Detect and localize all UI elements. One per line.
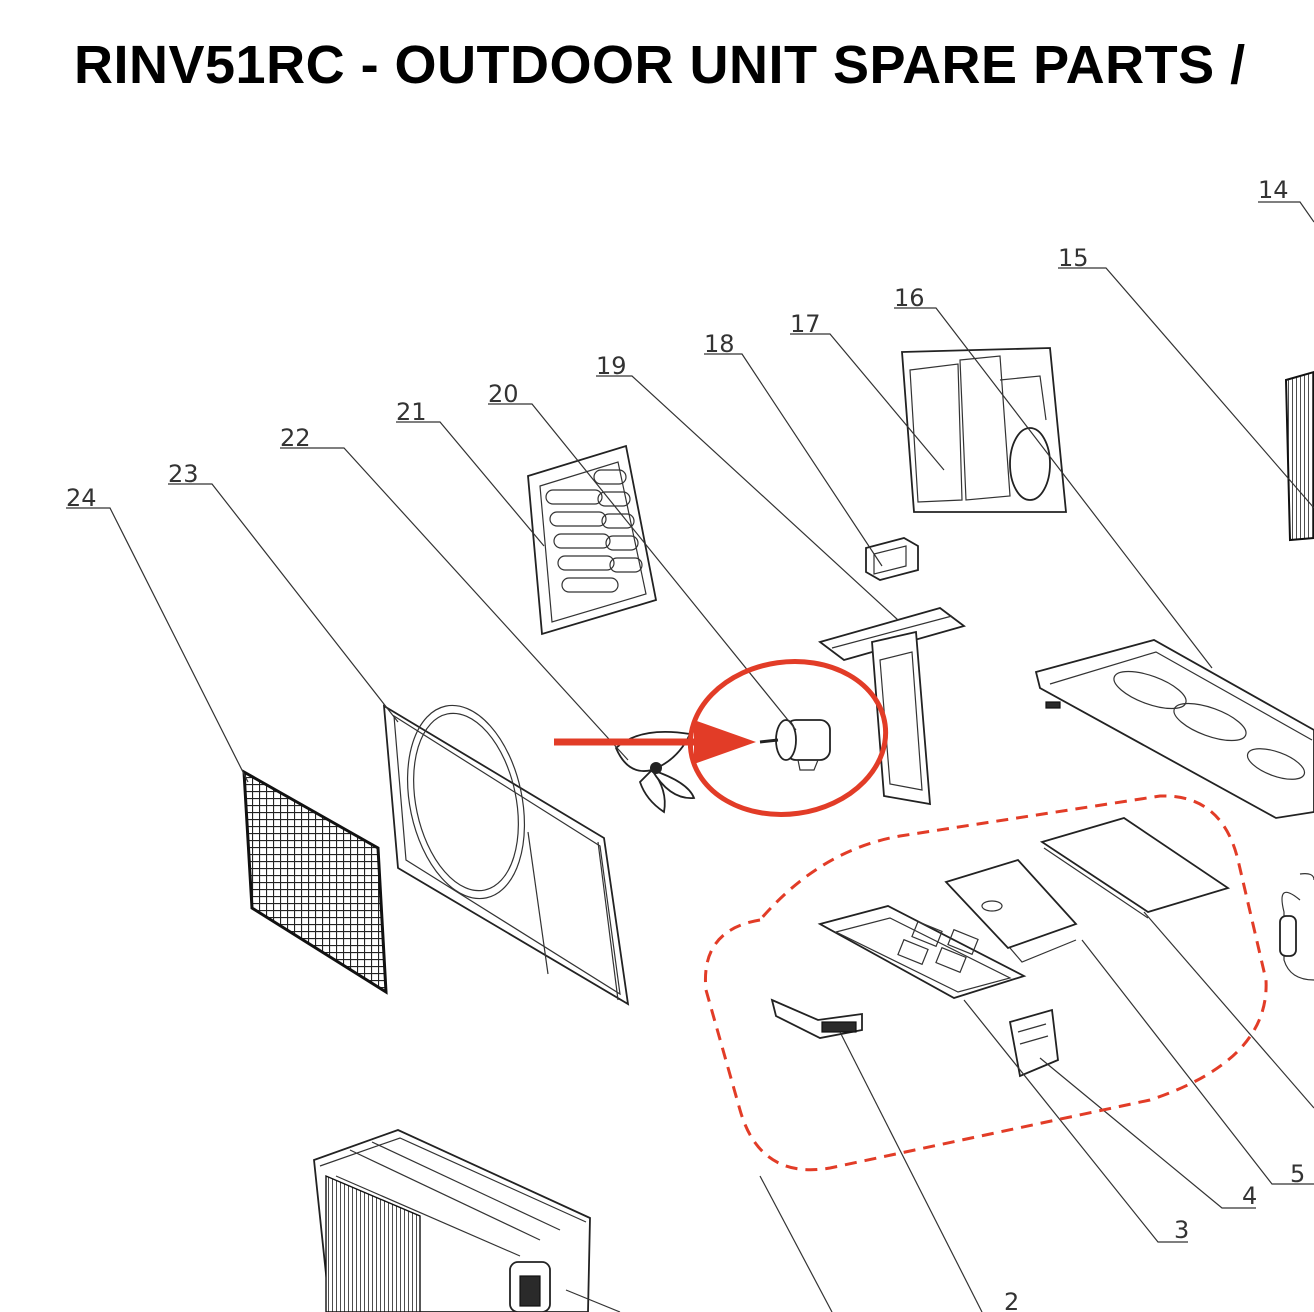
- base-pan: [1034, 639, 1314, 819]
- highlight-circle: [687, 659, 889, 817]
- callout-20: 20: [488, 380, 519, 408]
- callout-17: 17: [790, 310, 821, 338]
- part-16-17-middle-panel: [901, 347, 1067, 513]
- callout-21: 21: [396, 398, 427, 426]
- part-21-side-panel: [527, 444, 658, 636]
- electric-assembly-highlight: [703, 794, 1268, 1172]
- part-15-coil: [1284, 370, 1314, 542]
- callout-14: 14: [1258, 176, 1289, 204]
- highlight-arrow-icon: [554, 720, 756, 764]
- part-5-cover: [1039, 817, 1231, 919]
- callout-labels: 14 15 16 17 18 19 20 21 22 23 24 5 4 3 2: [66, 176, 1305, 1312]
- part-23-front-panel: [382, 704, 630, 1006]
- terminal-bracket: [1008, 1008, 1059, 1078]
- assembled-outdoor-unit: [313, 1129, 591, 1312]
- filter-assembly: [1279, 873, 1314, 981]
- leader-lines: [66, 201, 1314, 1312]
- part-19-motor-bracket: [818, 607, 966, 806]
- callout-15: 15: [1058, 244, 1089, 272]
- callout-18: 18: [704, 330, 735, 358]
- callout-4: 4: [1242, 1182, 1257, 1210]
- part-3-electric-box: [817, 905, 1027, 999]
- part-20-fan-motor: [759, 719, 831, 771]
- callout-2: 2: [1004, 1288, 1019, 1312]
- part-4-pcb: [944, 858, 1078, 963]
- callout-5: 5: [1290, 1160, 1305, 1188]
- callout-3: 3: [1174, 1216, 1189, 1244]
- part-18-reactor: [865, 537, 919, 581]
- part-2-bracket: [770, 998, 863, 1039]
- callout-19: 19: [596, 352, 627, 380]
- page-title: RINV51RC - OUTDOOR UNIT SPARE PARTS /: [74, 35, 1246, 95]
- part-24-grill: [242, 769, 388, 995]
- callout-24: 24: [66, 484, 97, 512]
- callout-23: 23: [168, 460, 199, 488]
- callout-22: 22: [280, 424, 311, 452]
- callout-16: 16: [894, 284, 925, 312]
